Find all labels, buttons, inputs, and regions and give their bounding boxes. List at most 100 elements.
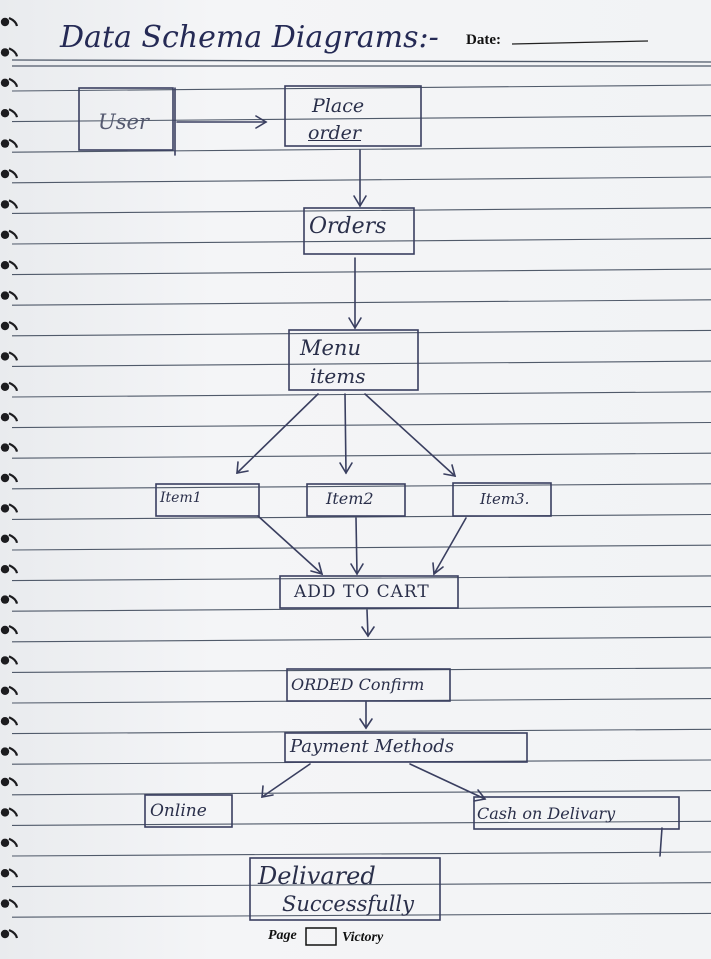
rule-line <box>11 59 711 63</box>
binding-hole <box>0 899 10 908</box>
binding-wire <box>8 776 19 787</box>
orders-label: Orders <box>309 214 387 239</box>
binding-hole <box>0 838 10 847</box>
cash-on-delivery-box <box>473 796 680 830</box>
rule-line <box>11 84 711 92</box>
menu-items-label-2: items <box>310 364 366 388</box>
binding-wire <box>8 108 19 118</box>
rule-line <box>11 452 711 459</box>
rule-line <box>11 790 711 796</box>
binding-wire <box>8 168 19 179</box>
binding-wire <box>8 199 19 209</box>
binding-wire <box>8 655 19 665</box>
binding-hole <box>0 139 10 148</box>
binding-wire <box>8 320 19 331</box>
spiral-binding <box>0 16 19 939</box>
binding-wire <box>8 503 19 513</box>
binding-wire <box>8 229 19 240</box>
rule-line <box>11 329 711 337</box>
arrows <box>176 115 487 802</box>
rule-line <box>11 299 711 306</box>
schema-diagram <box>78 85 680 921</box>
place-order-label-1: Place <box>312 95 365 117</box>
delivered-label-1: Delivared <box>258 862 376 890</box>
binding-wire <box>8 260 19 270</box>
item3-label: Item3. <box>480 490 530 508</box>
binding-wire <box>8 685 19 696</box>
binding-wire <box>8 807 19 817</box>
binding-wire <box>8 290 19 300</box>
delivered-box <box>249 857 441 921</box>
rule-line <box>11 667 711 673</box>
binding-hole <box>0 747 10 756</box>
binding-hole <box>0 565 10 574</box>
item2-box <box>306 483 406 517</box>
rule-line <box>11 575 711 582</box>
rule-line <box>11 145 711 153</box>
online-box <box>144 794 233 828</box>
binding-hole <box>0 656 10 665</box>
binding-hole <box>0 504 10 513</box>
rule-line <box>11 360 711 367</box>
cash-on-delivery-label: Cash on Delivary <box>477 804 616 823</box>
date-label: Date: <box>466 32 501 48</box>
item2-label: Item2 <box>326 489 374 508</box>
place-order-label-2: order <box>308 122 362 144</box>
binding-wire <box>8 381 19 392</box>
binding-hole <box>0 321 10 331</box>
binding-hole <box>0 413 10 422</box>
user-box <box>78 87 174 151</box>
binding-wire <box>8 533 19 544</box>
online-label: Online <box>150 801 207 821</box>
binding-hole <box>0 473 10 483</box>
binding-hole <box>0 382 10 391</box>
binding-wire <box>8 472 19 483</box>
binding-hole <box>0 352 10 361</box>
rule-line <box>11 207 711 214</box>
page-number-box <box>305 927 337 946</box>
binding-hole <box>0 48 10 57</box>
binding-hole <box>0 78 10 88</box>
binding-hole <box>0 808 10 817</box>
binding-hole <box>0 109 10 118</box>
binding-wire <box>8 47 19 57</box>
rule-line <box>11 544 711 551</box>
binding-hole <box>0 17 10 27</box>
rule-line <box>11 176 711 184</box>
binding-hole <box>0 717 10 726</box>
rule-line <box>11 268 711 276</box>
binding-wire <box>8 898 19 908</box>
binding-wire <box>8 16 19 27</box>
binding-hole <box>0 230 10 239</box>
binding-hole <box>0 534 10 543</box>
binding-wire <box>8 868 19 878</box>
menu-items-label-1: Menu <box>300 336 361 360</box>
rule-line <box>11 391 711 398</box>
brand-label: Victory <box>342 930 384 945</box>
rule-line <box>11 513 711 520</box>
payment-methods-box <box>284 732 528 763</box>
page-title: Data Schema Diagrams:- <box>60 20 439 55</box>
order-confirm-label: ORDED Confirm <box>291 675 425 694</box>
rule-line <box>11 882 711 888</box>
rule-line <box>11 636 711 643</box>
binding-wire <box>8 624 19 635</box>
binding-wire <box>8 412 19 422</box>
binding-hole <box>0 929 10 939</box>
binding-hole <box>0 169 10 179</box>
binding-hole <box>0 261 10 270</box>
rule-line <box>11 483 711 490</box>
binding-wire <box>8 442 19 452</box>
binding-wire <box>8 77 19 88</box>
item1-label: Item1 <box>160 490 202 506</box>
page-label: Page <box>268 928 297 943</box>
rule-line <box>11 606 711 612</box>
binding-hole <box>0 200 10 209</box>
user-label: User <box>98 110 149 134</box>
binding-hole <box>0 291 10 300</box>
binding-hole <box>0 869 10 878</box>
rule-line <box>11 237 711 245</box>
binding-hole <box>0 595 10 604</box>
rule-line <box>11 851 711 857</box>
